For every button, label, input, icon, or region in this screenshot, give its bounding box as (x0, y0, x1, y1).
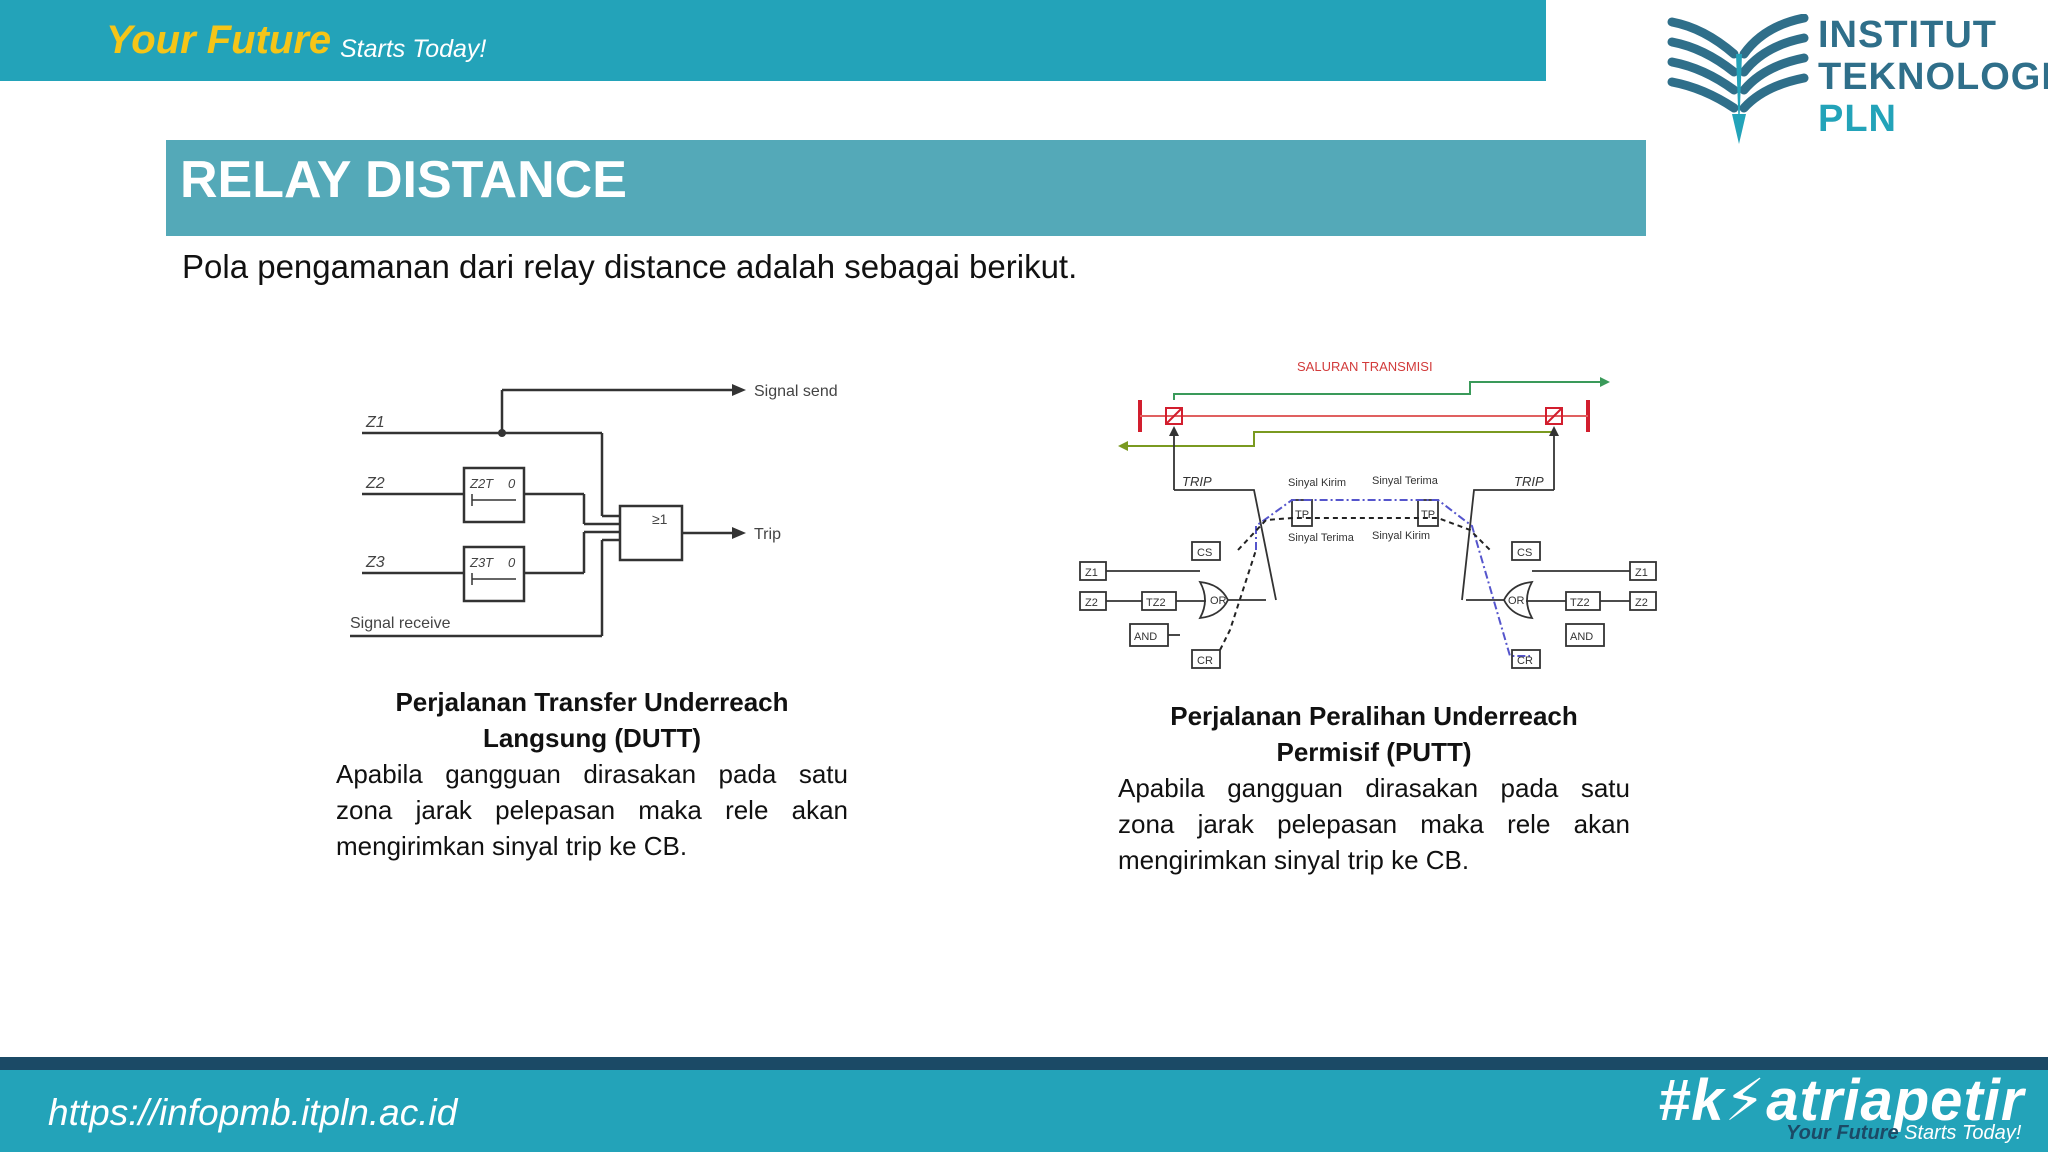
dutt-or-gate-label: ≥1 (652, 511, 668, 527)
putt-sinyal-kirim-top: Sinyal Kirim (1288, 477, 1346, 489)
dutt-signal-send-label: Signal send (754, 383, 838, 400)
putt-left-z2: Z2 (1085, 597, 1098, 609)
putt-description: Apabila gangguan dirasakan pada satu zon… (1118, 773, 1630, 875)
putt-left-and: AND (1134, 631, 1157, 643)
logo-line-1: INSTITUT (1818, 14, 1997, 56)
putt-right-cs: CS (1517, 547, 1532, 559)
footer-stripe (0, 1057, 2048, 1070)
dutt-z3t-zero: 0 (508, 555, 516, 570)
putt-heading-line-2: Permisif (PUTT) (1276, 737, 1472, 767)
putt-right-or: OR (1508, 595, 1525, 607)
title-bar (166, 140, 1646, 236)
dutt-logic-diagram: Z1 Z2 Z3 Z2T 0 Z3T 0 ≥1 Signal send Trip… (350, 383, 838, 638)
putt-right-and: AND (1570, 631, 1593, 643)
putt-right-z1: Z1 (1635, 567, 1648, 579)
dutt-heading-line-2: Langsung (DUTT) (482, 723, 702, 753)
slide-title: RELAY DISTANCE (180, 151, 627, 209)
dutt-z2-label: Z2 (365, 475, 385, 492)
putt-logic-diagram: SALURAN TRANSMISI TRIP TRIP TP TP Sinyal… (1079, 359, 1657, 669)
dutt-z2t-zero: 0 (508, 476, 516, 491)
dutt-z2t-label: Z2T (469, 476, 494, 491)
logo-line-2: TEKNOLOGI (1818, 56, 2048, 98)
dutt-caption: Perjalanan Transfer Underreach Langsung … (336, 684, 848, 864)
putt-left-tp-label: TP (1295, 509, 1309, 521)
putt-left-or: OR (1210, 595, 1227, 607)
putt-left-z1: Z1 (1085, 567, 1098, 579)
dutt-z3t-label: Z3T (469, 555, 494, 570)
putt-heading-line-1: Perjalanan Peralihan Underreach (1170, 701, 1578, 731)
intro-text: Pola pengamanan dari relay distance adal… (182, 248, 1078, 285)
putt-right-cr: CR (1517, 655, 1533, 667)
putt-left-tz2: TZ2 (1146, 597, 1166, 609)
putt-left-cr: CR (1197, 655, 1213, 667)
dutt-description: Apabila gangguan dirasakan pada satu zon… (336, 759, 848, 861)
putt-sinyal-terima-top: Sinyal Terima (1372, 475, 1439, 487)
putt-caption: Perjalanan Peralihan Underreach Permisif… (1118, 698, 1630, 878)
putt-left-cs: CS (1197, 547, 1212, 559)
logo-text: INSTITUT TEKNOLOGI PLN (1818, 14, 2048, 140)
itpln-logo-icon (1667, 14, 1809, 144)
footer-url-link[interactable]: https://infopmb.itpln.ac.id (48, 1092, 458, 1133)
dutt-trip-label: Trip (754, 526, 781, 543)
footer-tagline-main: Your Future (1786, 1122, 1899, 1144)
putt-sinyal-kirim-bottom: Sinyal Kirim (1372, 530, 1430, 542)
footer-hashtag: #k⚡atriapetir (1658, 1068, 2025, 1133)
putt-sinyal-terima-bottom: Sinyal Terima (1288, 532, 1355, 544)
dutt-z3-label: Z3 (365, 554, 385, 571)
dutt-z1-label: Z1 (365, 414, 385, 431)
logo-line-3: PLN (1818, 98, 1897, 140)
putt-left-trip-label: TRIP (1182, 474, 1212, 489)
dutt-signal-receive-label: Signal receive (350, 615, 451, 632)
footer-tagline-sub: Starts Today! (1904, 1122, 2022, 1144)
putt-right-trip-label: TRIP (1514, 474, 1544, 489)
putt-right-tz2: TZ2 (1570, 597, 1590, 609)
putt-line-title: SALURAN TRANSMISI (1297, 359, 1433, 374)
footer-bar (0, 1070, 2048, 1152)
putt-right-z2: Z2 (1635, 597, 1648, 609)
header-tagline-sub: Starts Today! (340, 35, 487, 63)
dutt-heading-line-1: Perjalanan Transfer Underreach (395, 687, 789, 717)
footer-tagline: Your Future Starts Today! (1786, 1122, 2021, 1145)
header-tagline-main: Your Future (106, 18, 332, 62)
putt-right-tp-label: TP (1421, 509, 1435, 521)
top-banner (0, 0, 1546, 81)
